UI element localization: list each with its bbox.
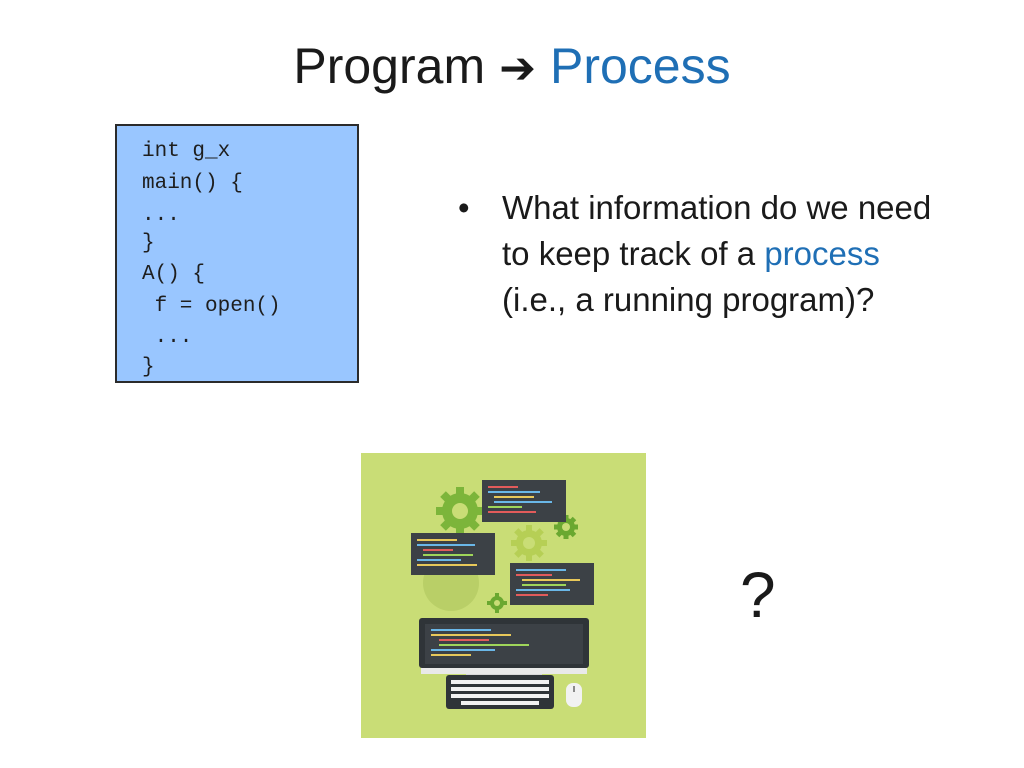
- title-process: Process: [549, 38, 731, 94]
- computer-gears-illustration: [361, 453, 646, 738]
- code-snippet-box: int g_x main() { ... } A() { f = open() …: [115, 124, 359, 383]
- bullet-highlight: process: [764, 235, 880, 272]
- code-line: A() {: [142, 263, 206, 286]
- question-mark: ?: [740, 559, 776, 631]
- gear-large-icon: [436, 487, 484, 535]
- bullet-text-after: (i.e., a running program)?: [502, 281, 875, 318]
- illustration-svg: [411, 480, 594, 709]
- code-line: ...: [142, 326, 193, 349]
- code-line: main() {: [142, 172, 243, 195]
- slide-title: Program ➔ Process: [0, 34, 1024, 101]
- keyboard-icon: [446, 675, 554, 709]
- code-line: }: [142, 232, 155, 255]
- bullet-dot-icon: •: [458, 189, 470, 226]
- gear-medium-icon: [511, 525, 547, 561]
- right-arrow-icon: ➔: [499, 44, 536, 93]
- gear-tiny-icon: [487, 593, 507, 613]
- code-line: ...: [142, 204, 180, 227]
- code-window-icon: [510, 563, 594, 605]
- bullet-text: What information do we need to keep trac…: [502, 185, 942, 323]
- code-line: int g_x: [142, 140, 231, 163]
- code-line: }: [142, 356, 155, 379]
- code-line: f = open(): [142, 295, 281, 318]
- mouse-icon: [566, 683, 582, 707]
- title-program: Program: [293, 38, 486, 94]
- code-window-icon: [411, 533, 495, 575]
- code-window-icon: [482, 480, 566, 522]
- bullet-text-before: What information do we need to keep trac…: [502, 189, 932, 272]
- monitor-icon: [419, 618, 589, 682]
